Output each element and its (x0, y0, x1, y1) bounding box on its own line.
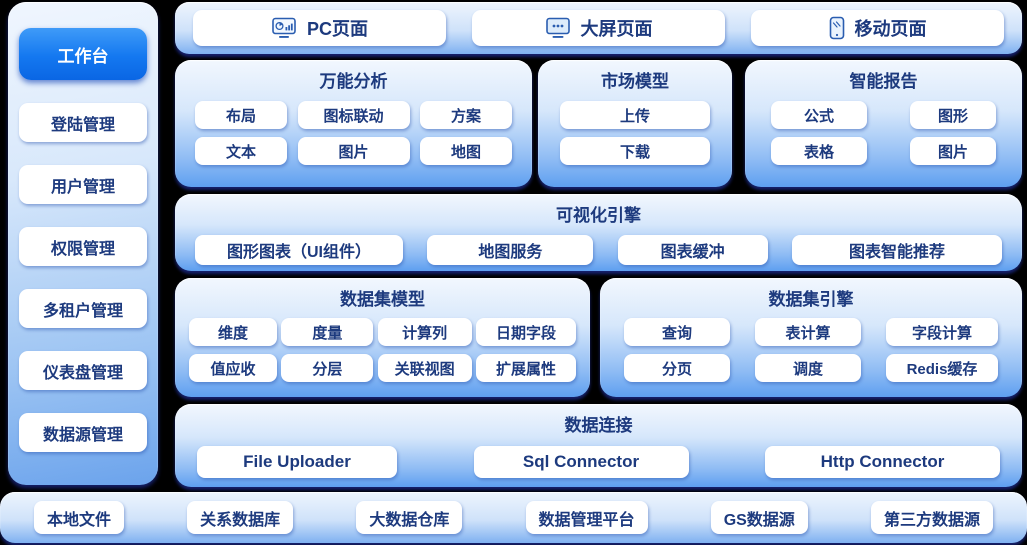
dimension-button[interactable]: 维度 (189, 318, 277, 346)
monitor-chart-icon (271, 17, 297, 39)
gs-datasource-button[interactable]: GS数据源 (710, 501, 808, 534)
sidebar-item-user-mgmt[interactable]: 用户管理 (19, 165, 147, 204)
scheduling-button[interactable]: 调度 (755, 354, 861, 382)
sidebar-item-login-mgmt[interactable]: 登陆管理 (19, 103, 147, 142)
image-button[interactable]: 图片 (297, 137, 410, 165)
measure-button[interactable]: 度量 (281, 318, 374, 346)
scheme-button[interactable]: 方案 (420, 101, 512, 129)
dataset-model-title: 数据集模型 (340, 290, 425, 309)
upload-button[interactable]: 上传 (560, 101, 710, 129)
monitor-dots-icon (545, 17, 571, 39)
relational-db-button[interactable]: 关系数据库 (187, 501, 294, 534)
hierarchy-button[interactable]: 分层 (281, 354, 374, 382)
panel-dataset-model: 数据集模型 维度 度量 计算列 日期字段 值应收 分层 关联视图 扩展属性 (175, 278, 590, 397)
thirdparty-datasource-button[interactable]: 第三方数据源 (870, 501, 993, 534)
datasource-bar: 本地文件 关系数据库 大数据仓库 数据管理平台 GS数据源 第三方数据源 (0, 492, 1027, 543)
map-service-button[interactable]: 地图服务 (427, 235, 594, 265)
bigscreen-page-button[interactable]: 大屏页面 (472, 10, 725, 46)
smart-report-title: 智能报告 (849, 72, 918, 91)
linked-view-button[interactable]: 关联视图 (377, 354, 472, 382)
data-mgmt-platform-button[interactable]: 数据管理平台 (525, 501, 648, 534)
panel-data-connect: 数据连接 File Uploader Sql Connector Http Co… (175, 404, 1022, 487)
file-uploader-button[interactable]: File Uploader (197, 446, 397, 478)
market-model-title: 市场模型 (601, 72, 669, 91)
panel-universal-analysis: 万能分析 布局 图标联动 方案 文本 图片 地图 (175, 60, 532, 187)
sql-connector-button[interactable]: Sql Connector (473, 446, 689, 478)
page-type-bar: PC页面 大屏页面 (175, 2, 1022, 54)
panel-smart-report: 智能报告 公式 图形 表格 图片 (745, 60, 1022, 187)
bigdata-warehouse-button[interactable]: 大数据仓库 (356, 501, 463, 534)
ui-chart-components-button[interactable]: 图形图表（UI组件） (195, 235, 403, 265)
visual-engine-title: 可视化引擎 (556, 206, 641, 225)
mobile-page-button[interactable]: 移动页面 (751, 10, 1004, 46)
query-button[interactable]: 查询 (624, 318, 730, 346)
picture-button[interactable]: 图片 (910, 137, 996, 165)
extended-attribute-button[interactable]: 扩展属性 (475, 354, 576, 382)
field-calc-button[interactable]: 字段计算 (886, 318, 998, 346)
mobile-icon (829, 16, 845, 40)
graphic-button[interactable]: 图形 (910, 101, 996, 129)
table-calc-button[interactable]: 表计算 (755, 318, 861, 346)
sidebar-item-workbench[interactable]: 工作台 (19, 28, 147, 80)
chart-smart-recommend-button[interactable]: 图表智能推荐 (791, 235, 1002, 265)
pc-page-button[interactable]: PC页面 (193, 10, 446, 46)
pc-page-label: PC页面 (306, 19, 368, 39)
chart-linkage-button[interactable]: 图标联动 (297, 101, 410, 129)
http-connector-button[interactable]: Http Connector (765, 446, 1000, 478)
local-file-button[interactable]: 本地文件 (34, 501, 125, 534)
text-button[interactable]: 文本 (195, 137, 287, 165)
sidebar-item-tenant-mgmt[interactable]: 多租户管理 (19, 289, 147, 328)
sidebar-item-permission-mgmt[interactable]: 权限管理 (19, 227, 147, 266)
pagination-button[interactable]: 分页 (624, 354, 730, 382)
sidebar-item-dashboard-mgmt[interactable]: 仪表盘管理 (19, 351, 147, 390)
panel-market-model: 市场模型 上传 下载 (538, 60, 732, 187)
sidebar-item-datasource-mgmt[interactable]: 数据源管理 (19, 413, 147, 452)
mobile-page-label: 移动页面 (854, 19, 927, 39)
layout-button[interactable]: 布局 (195, 101, 287, 129)
chart-buffer-button[interactable]: 图表缓冲 (617, 235, 768, 265)
data-connect-title: 数据连接 (564, 416, 633, 435)
universal-analysis-title: 万能分析 (319, 72, 388, 91)
redis-cache-button[interactable]: Redis缓存 (886, 354, 998, 382)
panel-dataset-engine: 数据集引擎 查询 表计算 字段计算 分页 调度 Redis缓存 (600, 278, 1022, 397)
panel-visual-engine: 可视化引擎 图形图表（UI组件） 地图服务 图表缓冲 图表智能推荐 (175, 194, 1022, 271)
dataset-engine-title: 数据集引擎 (768, 290, 854, 309)
bigscreen-page-label: 大屏页面 (580, 19, 653, 39)
formula-button[interactable]: 公式 (771, 101, 867, 129)
map-button[interactable]: 地图 (420, 137, 512, 165)
download-button[interactable]: 下载 (560, 137, 710, 165)
date-field-button[interactable]: 日期字段 (475, 318, 576, 346)
sidebar: 工作台 登陆管理 用户管理 权限管理 多租户管理 仪表盘管理 数据源管理 (8, 2, 158, 485)
value-receivable-button[interactable]: 值应收 (189, 354, 277, 382)
calculated-column-button[interactable]: 计算列 (377, 318, 472, 346)
table-button[interactable]: 表格 (771, 137, 867, 165)
